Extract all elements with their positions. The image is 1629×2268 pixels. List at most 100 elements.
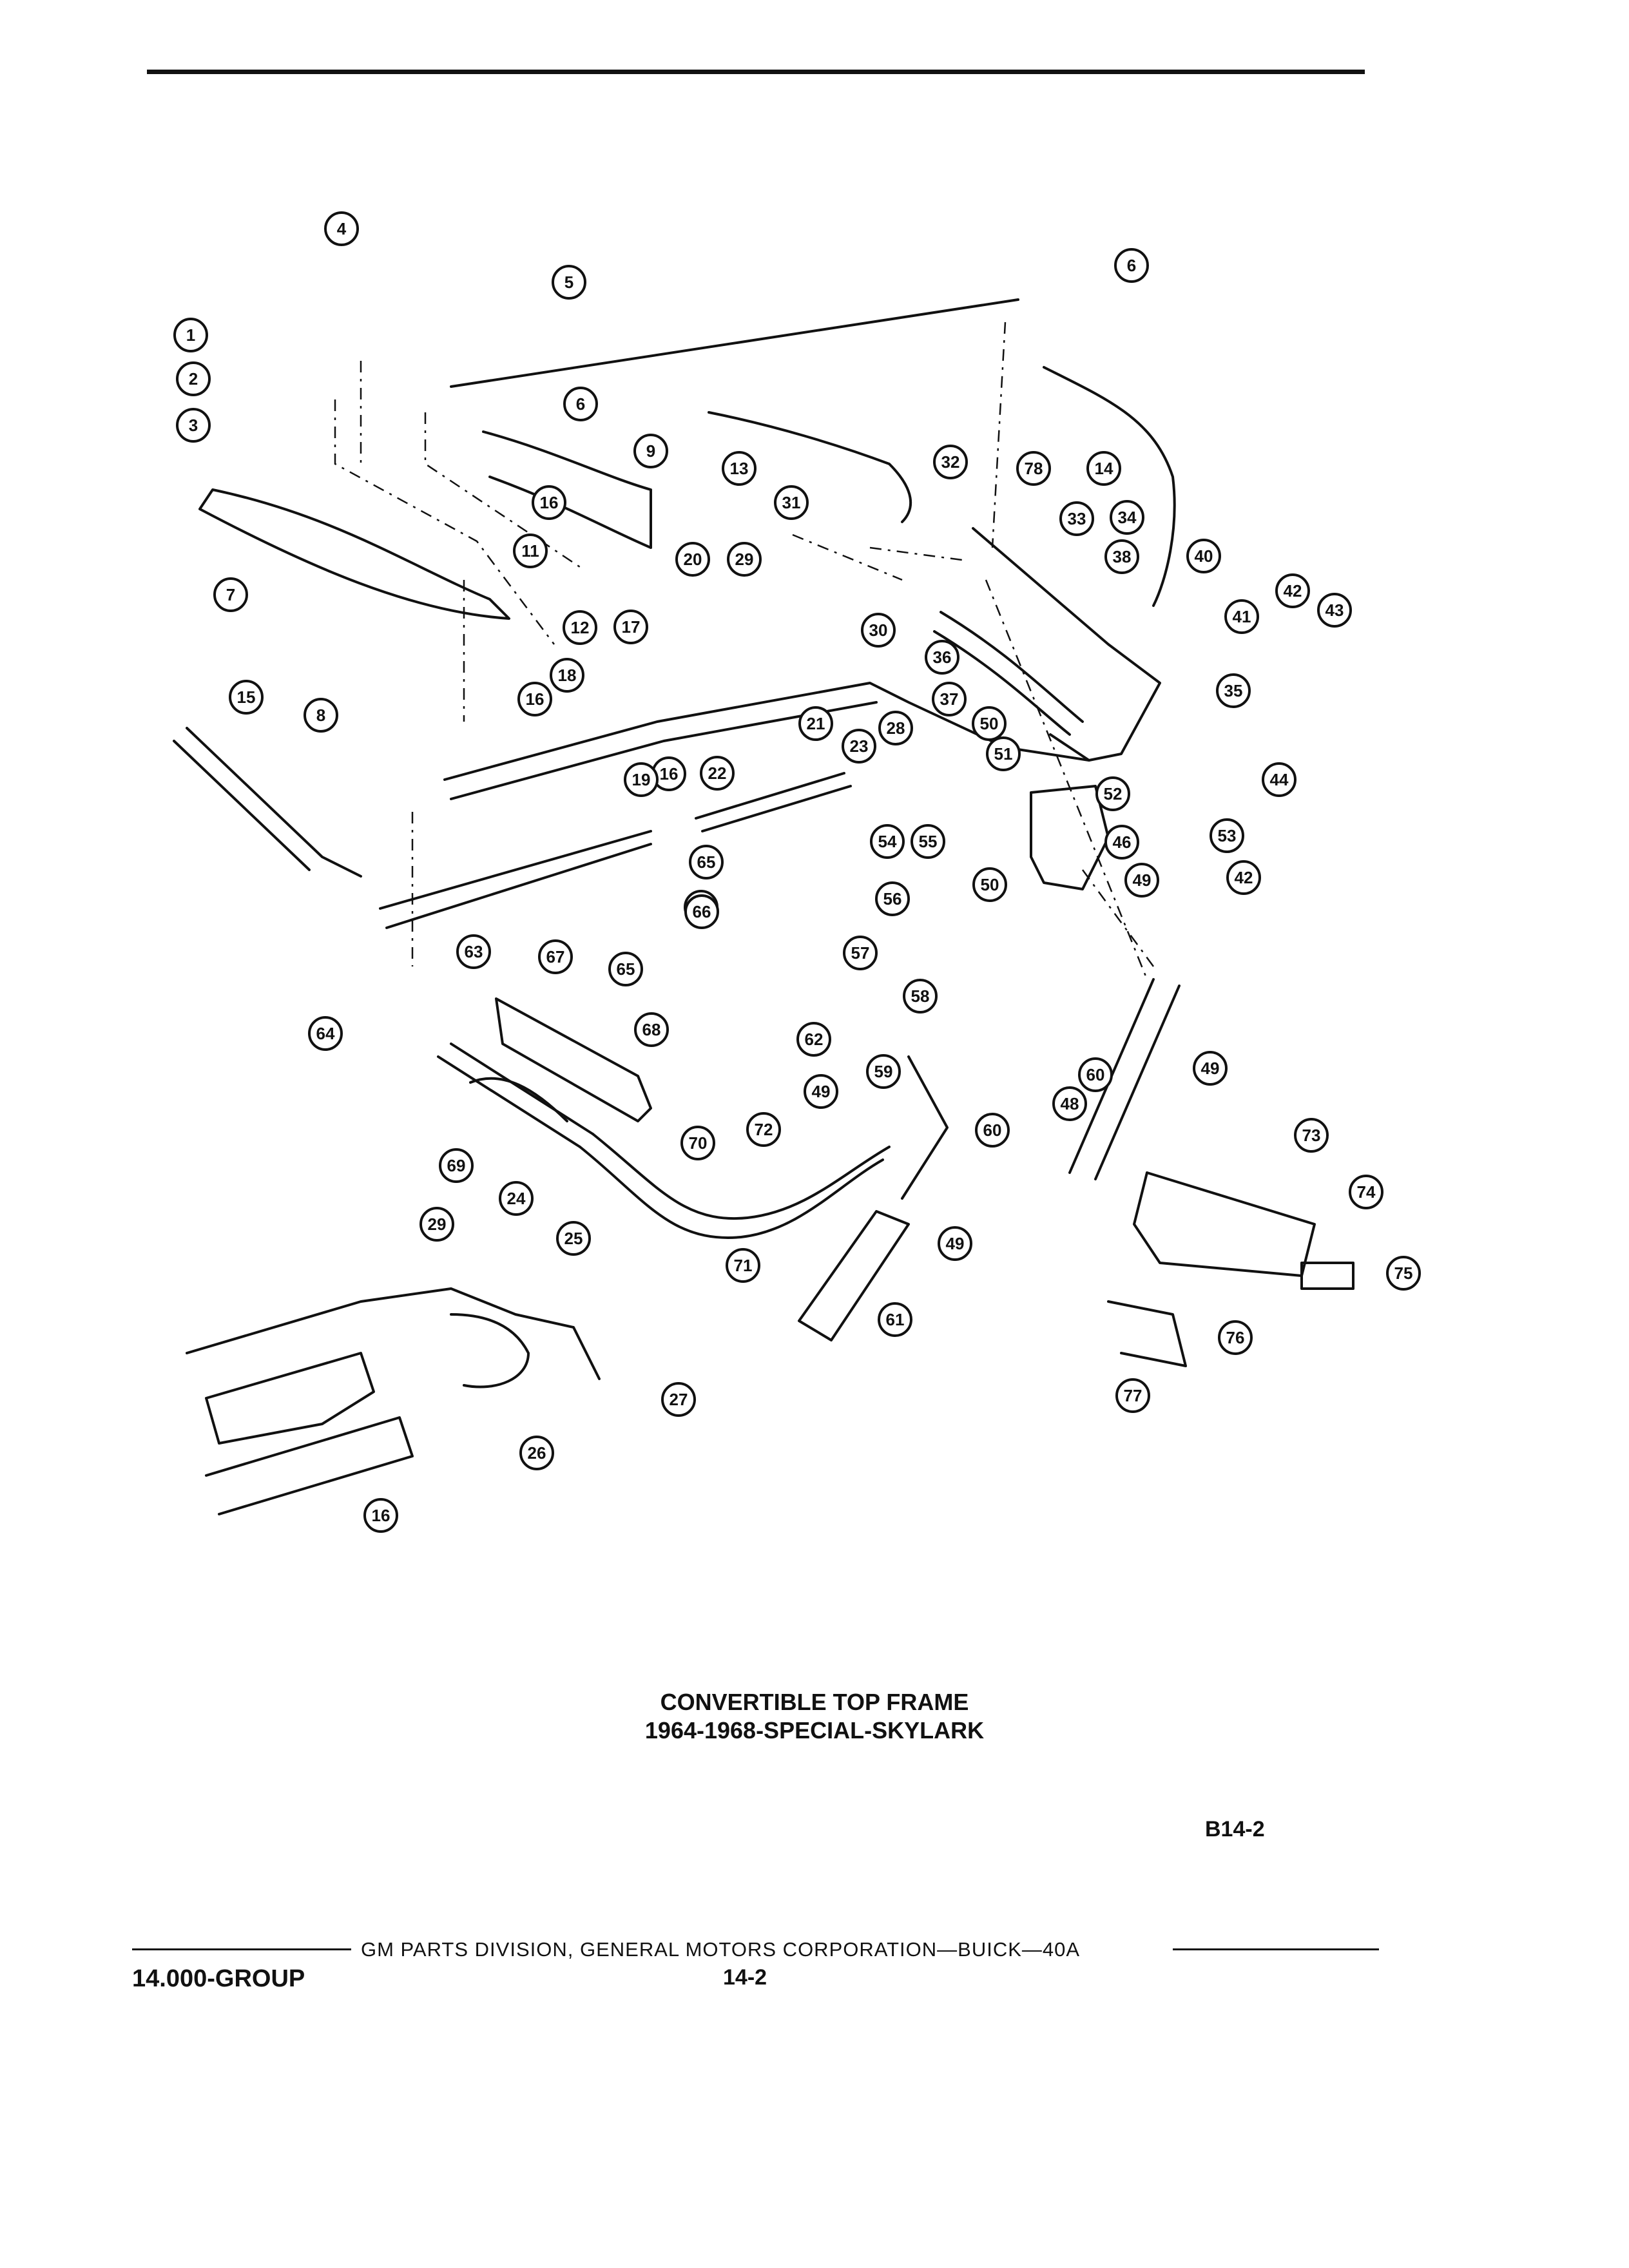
callout-number: 34 <box>1118 508 1137 527</box>
callout-52: 52 <box>1095 776 1130 811</box>
callout-number: 78 <box>1025 459 1043 478</box>
callout-circle <box>1275 573 1310 608</box>
callout-number: 46 <box>1113 832 1132 852</box>
callout-circle <box>975 1113 1010 1148</box>
diagram-title-line2: 1964-1968-SPECIAL-SKYLARK <box>644 1717 985 1744</box>
callout-circle <box>624 762 659 797</box>
callout-circle <box>972 867 1007 902</box>
callout-11: 11 <box>513 533 548 568</box>
callout-circle <box>1114 248 1149 283</box>
callout-13: 13 <box>722 451 757 486</box>
callout-3: 3 <box>176 408 211 443</box>
callout-number: 59 <box>874 1062 893 1081</box>
callout-23: 23 <box>842 729 876 764</box>
top-rule <box>147 70 1365 74</box>
callout-number: 7 <box>226 585 235 604</box>
callout-number: 15 <box>237 687 256 707</box>
callout-41: 41 <box>1224 599 1259 634</box>
callout-circle <box>1193 1051 1228 1086</box>
callout-number: 77 <box>1124 1386 1142 1405</box>
callout-number: 50 <box>980 714 999 733</box>
callout-number: 49 <box>812 1082 831 1101</box>
callout-number: 6 <box>576 394 585 414</box>
callout-5: 5 <box>552 265 586 300</box>
callout-9: 9 <box>633 434 668 468</box>
callout-number: 16 <box>372 1506 390 1525</box>
callout-48: 48 <box>1052 1086 1087 1121</box>
callout-number: 69 <box>447 1156 466 1175</box>
diagram-title-line1: CONVERTIBLE TOP FRAME <box>660 1689 969 1715</box>
callout-number: 56 <box>883 889 902 908</box>
callout-71: 71 <box>726 1248 760 1283</box>
callout-number: 41 <box>1233 607 1251 626</box>
callout-circle <box>1216 673 1251 708</box>
callout-number: 74 <box>1357 1182 1376 1202</box>
callout-19: 19 <box>624 762 659 797</box>
callout-number: 22 <box>708 764 727 783</box>
callout-circle <box>633 434 668 468</box>
callout-circle <box>933 445 968 479</box>
callout-29: 29 <box>727 542 762 577</box>
callout-60: 60 <box>1078 1057 1113 1092</box>
callout-49: 49 <box>1193 1051 1228 1086</box>
callout-16: 16 <box>363 1498 398 1533</box>
callout-50: 50 <box>972 867 1007 902</box>
callout-number: 18 <box>558 666 577 685</box>
callout-number: 61 <box>886 1310 905 1329</box>
callout-49: 49 <box>1124 863 1159 898</box>
callout-circle <box>1224 599 1259 634</box>
callout-30: 30 <box>861 613 896 648</box>
callout-22: 22 <box>700 756 735 791</box>
callout-49: 49 <box>804 1074 838 1109</box>
diagram-title: CONVERTIBLE TOP FRAME 1964-1968-SPECIAL-… <box>0 1688 1629 1745</box>
callout-14: 14 <box>1086 451 1121 486</box>
callout-72: 72 <box>746 1112 781 1147</box>
callout-number: 71 <box>734 1256 753 1275</box>
callout-number: 53 <box>1218 826 1237 845</box>
callout-number: 57 <box>851 943 870 963</box>
callout-circle <box>986 736 1021 771</box>
callout-number: 70 <box>689 1133 708 1153</box>
callout-number: 16 <box>540 493 559 512</box>
callout-circle <box>538 939 573 974</box>
callout-circle <box>842 729 876 764</box>
callout-circle <box>173 318 208 352</box>
callout-number: 58 <box>911 986 930 1006</box>
callout-43: 43 <box>1317 593 1352 628</box>
callout-25: 25 <box>556 1221 591 1256</box>
callout-6: 6 <box>563 387 598 421</box>
callout-circle <box>324 211 359 246</box>
callout-circle <box>1262 762 1296 797</box>
callout-29: 29 <box>419 1207 454 1242</box>
callout-circle <box>608 952 643 986</box>
callout-number: 13 <box>730 459 749 478</box>
callout-number: 65 <box>697 852 716 872</box>
callout-17: 17 <box>613 610 648 644</box>
callout-circle <box>519 1436 554 1470</box>
callout-36: 36 <box>925 640 959 675</box>
callout-circle <box>1186 539 1221 573</box>
callout-circle <box>861 613 896 648</box>
callout-circle <box>304 698 338 733</box>
callout-circle <box>563 387 598 421</box>
callout-circle <box>878 1302 912 1337</box>
callout-circle <box>1078 1057 1113 1092</box>
callout-67: 67 <box>538 939 573 974</box>
callout-73: 73 <box>1294 1118 1329 1153</box>
callout-circle <box>1218 1320 1253 1355</box>
callout-42: 42 <box>1275 573 1310 608</box>
callout-68: 68 <box>634 1012 669 1047</box>
callout-number: 32 <box>941 452 960 472</box>
callout-circle <box>1016 451 1051 486</box>
callout-circle <box>308 1016 343 1051</box>
callout-number: 29 <box>428 1215 447 1234</box>
callout-circle <box>1086 451 1121 486</box>
callout-18: 18 <box>550 658 584 693</box>
callout-number: 50 <box>981 875 999 894</box>
callout-number: 36 <box>933 648 952 667</box>
callout-circle <box>798 706 833 741</box>
callout-33: 33 <box>1059 501 1094 536</box>
callout-circle <box>1115 1378 1150 1413</box>
callout-49: 49 <box>938 1226 972 1261</box>
callout-circle <box>932 682 967 716</box>
